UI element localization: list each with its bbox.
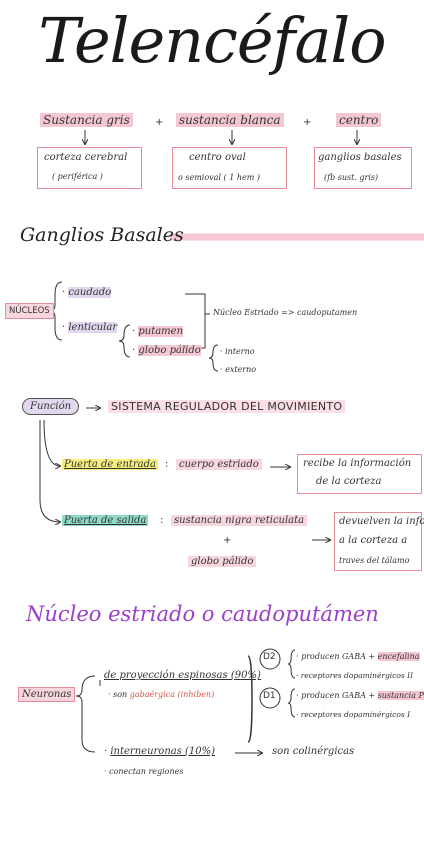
d2-label: D2 — [263, 652, 276, 662]
recibe-box — [297, 454, 422, 494]
devuelven-box — [334, 512, 422, 571]
globo-palido-salida: globo pálido — [188, 556, 257, 567]
son-label: son — [113, 690, 128, 699]
devuelven-line1: devuelven la info — [339, 516, 424, 527]
proyeccion-label: de proyección espinosas (90%) — [104, 670, 261, 681]
encefalina-label: encefalina — [377, 652, 420, 661]
sustancia-gris-label: Sustancia gris — [40, 113, 133, 127]
plus-sign: + — [155, 117, 164, 128]
funcion-label: Función — [22, 398, 80, 415]
cuerpo-estriado: cuerpo estriado — [176, 459, 262, 470]
colinergicas-label: son colinérgicas — [272, 746, 355, 757]
sustancia-p-label: sustancia P — [377, 691, 424, 700]
interno-label: interno — [225, 347, 255, 356]
ganglios-heading: Ganglios Basales — [20, 224, 184, 246]
devuelven-line3: traves del tálamo — [339, 556, 410, 565]
recibe-line1: recibe la información — [303, 458, 412, 469]
ganglios-line2: (fb sust. gris) — [324, 173, 379, 182]
gabaergica-label: gabaérgica (inhiben) — [129, 690, 215, 699]
caudado-label: caudado — [68, 287, 112, 298]
centro-oval-box — [172, 147, 287, 189]
corteza-line1: corteza cerebral — [44, 152, 128, 163]
nucleos-label: NÚCLEOS — [5, 303, 54, 319]
conectan-label: conectan regiones — [109, 767, 184, 776]
puerta-salida: Puerta de salida — [62, 515, 149, 526]
corteza-box — [37, 147, 142, 189]
centro-oval-line1: centro oval — [189, 152, 246, 163]
sustancia-nigra: sustancia nigra reticulata — [171, 515, 308, 526]
devuelven-line2: a la corteza a — [339, 535, 408, 546]
externo-label: externo — [225, 365, 257, 374]
colon: : — [160, 515, 164, 526]
recibe-line2: de la corteza — [316, 476, 382, 487]
nucleo-estriado-heading: Núcleo estriado o caudoputámen — [26, 602, 379, 626]
lenticular-label: lenticular — [68, 322, 118, 333]
page-title: Telencéfalo — [38, 4, 386, 77]
plus-sign: + — [223, 535, 232, 546]
corteza-line2: ( periférica ) — [52, 172, 103, 181]
putamen-label: putamen — [138, 326, 184, 337]
d1-receptores: receptores dopaminérgicos I — [300, 710, 411, 719]
centro-oval-line2: o semioval ( 1 hem ) — [178, 173, 260, 182]
interneuronas-label: interneuronas (10%) — [110, 746, 216, 757]
centro-label: centro — [336, 113, 382, 127]
sustancia-blanca-label: sustancia blanca — [176, 113, 284, 127]
nucleo-estriado-note: Núcleo Estriado => caudoputamen — [213, 308, 358, 317]
neuronas-label: Neuronas — [18, 687, 76, 702]
d1-produce: producen GABA + — [301, 691, 376, 700]
sistema-regulador: SISTEMA REGULADOR DEL MOVIMIENTO — [108, 400, 346, 413]
puerta-entrada: Puerta de entrada — [62, 459, 159, 470]
globo-palido-label: globo pálido — [138, 345, 201, 356]
d2-produce: producen GABA + — [301, 652, 376, 661]
d2-receptores: receptores dopaminérgicos II — [300, 671, 414, 680]
ganglios-line1: ganglios basales — [318, 152, 402, 163]
ganglios-box — [314, 147, 412, 189]
d1-label: D1 — [263, 691, 276, 701]
colon: : — [165, 459, 169, 470]
plus-sign: + — [303, 117, 312, 128]
